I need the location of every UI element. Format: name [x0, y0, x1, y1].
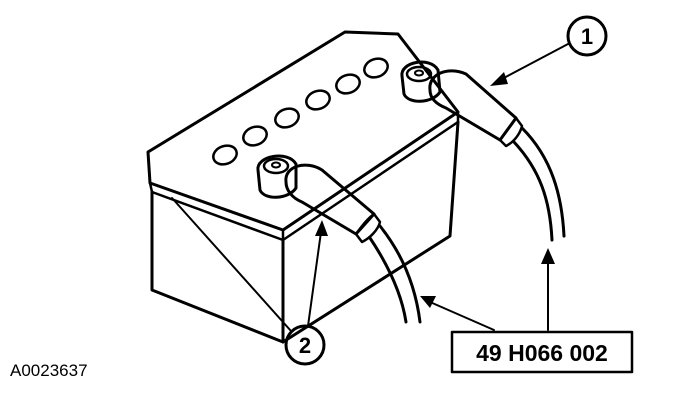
cell-cap [305, 89, 331, 111]
tool-label-box [450, 330, 634, 374]
terminal-upper [400, 60, 442, 103]
cell-caps [212, 57, 389, 166]
leader-line-tool-left [429, 301, 495, 331]
figure-id: A0023637 [10, 361, 88, 380]
arrowhead-tool-left [420, 296, 436, 308]
terminal-lower [256, 154, 298, 199]
clamp-boot-upper [428, 69, 524, 148]
leader-line-2a [171, 197, 292, 332]
arrowhead-tool-up [541, 248, 555, 264]
tool-callout: 49 H066 002 [420, 248, 634, 374]
cable-lower [368, 224, 422, 324]
callout-1-circle [566, 15, 608, 57]
cell-cap [335, 73, 361, 95]
cell-cap [363, 57, 389, 79]
callout-2: 2 [171, 197, 328, 366]
leader-line-1 [499, 43, 569, 81]
cell-cap [212, 144, 238, 166]
cell-cap [274, 107, 300, 129]
leader-line-2b [307, 231, 322, 327]
arrowhead-2 [315, 220, 328, 236]
arrowhead-1 [490, 72, 508, 86]
cell-cap [242, 125, 268, 147]
callout-2-number: 2 [299, 333, 311, 358]
callout-2-circle [284, 324, 326, 366]
tool-label: 49 H066 002 [476, 340, 608, 366]
battery-case [146, 30, 460, 344]
callout-1: 1 [490, 15, 608, 86]
clamp-boot-lower [284, 163, 382, 244]
cable-upper [512, 126, 566, 242]
callout-1-number: 1 [581, 24, 593, 49]
